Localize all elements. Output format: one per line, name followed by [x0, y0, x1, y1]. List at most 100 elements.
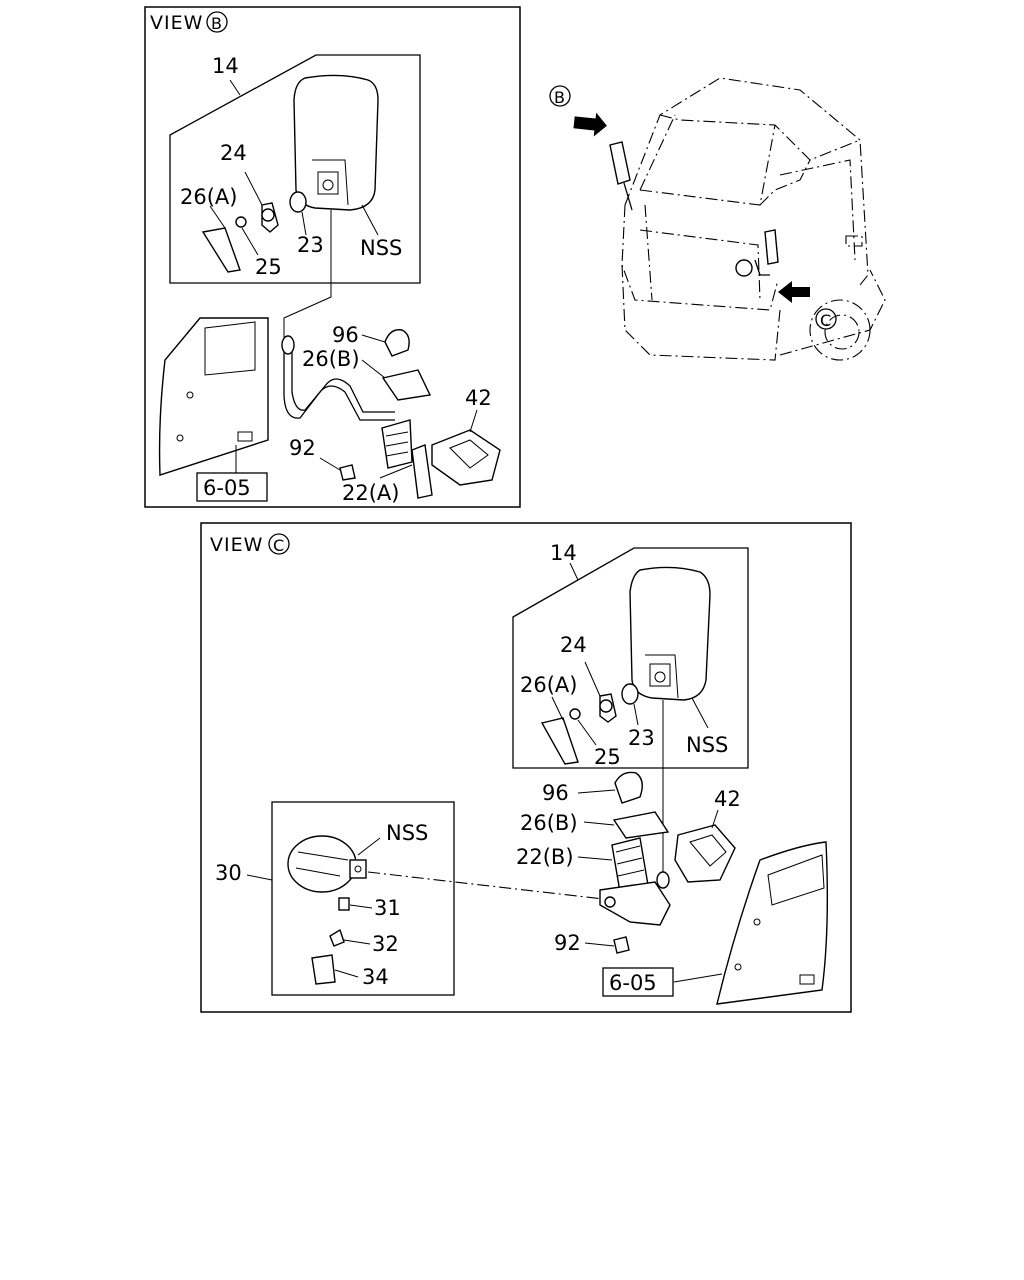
leader-26b-b: [361, 359, 386, 379]
label-31: 31: [374, 896, 401, 920]
ref-605-box-b: [196, 472, 268, 502]
mirror-head-pivot-c: [654, 671, 666, 683]
leader-nss-b: [361, 204, 379, 236]
part-42-bracket-c: [674, 824, 736, 883]
truck-cab-roof: [624, 77, 869, 286]
mirror-head-socket-b: [317, 171, 339, 195]
mirror-head-recess-c: [645, 654, 679, 699]
truck-marker-b: B: [554, 88, 565, 107]
label-30: 30: [215, 861, 242, 885]
truck-under-mirror-arm: [754, 259, 770, 276]
leader-24-c: [584, 661, 601, 697]
view-c-marker-circle: [268, 533, 290, 555]
truck-wheel-hub: [824, 314, 860, 350]
label-26b-c: 26(B): [520, 811, 578, 835]
part-26a-b: [201, 227, 241, 273]
view-b-marker: B: [211, 14, 222, 33]
truck-marker-c-circle: [815, 308, 837, 330]
mirror-arm-end-c: [656, 871, 670, 889]
label-26b-b: 26(B): [302, 347, 360, 371]
corner-panel-window-b: [204, 321, 256, 376]
leader-32: [343, 939, 371, 945]
corner-panel-hole2-b: [176, 434, 184, 442]
truck-door-window: [779, 159, 856, 261]
part-30-clamp: [349, 859, 367, 879]
label-34: 34: [362, 965, 389, 989]
arrow-b: [573, 112, 607, 137]
label-24-c: 24: [560, 633, 587, 657]
mirror-assembly-box-b: [169, 54, 421, 284]
leader-92-b: [319, 457, 341, 471]
view-c-marker: C: [273, 536, 284, 555]
truck-door-handle: [845, 235, 863, 247]
mirror-base-spring-b: [385, 431, 409, 457]
view-c-title: VIEW: [210, 534, 263, 556]
corner-panel-tab-b: [237, 431, 253, 442]
label-42-b: 42: [465, 386, 492, 410]
mirror-head-b: [293, 74, 379, 211]
part-24-c-boss: [599, 699, 613, 713]
truck-grille-top: [639, 229, 761, 301]
leader-605-c: [673, 973, 723, 983]
part-22a-b: [411, 444, 433, 499]
arrow-c: [778, 281, 810, 303]
mirror-assembly-box-c: [512, 547, 749, 769]
label-25-c: 25: [594, 745, 621, 769]
mirror-arm-b-inner: [291, 345, 395, 413]
leader-30: [246, 874, 273, 881]
mirror-to-arm-line-b: [283, 210, 332, 345]
part-31: [338, 897, 350, 911]
corner-panel-hole1-c: [753, 918, 761, 926]
leader-42-b: [469, 409, 478, 433]
mirror-head-pivot-b: [322, 179, 334, 191]
part-30-clamp-bolt: [354, 865, 362, 873]
part-23-b: [289, 191, 307, 213]
truck-mirror-left-arm: [623, 182, 633, 211]
corner-panel-c: [716, 841, 829, 1005]
mirror-head-socket-c: [649, 663, 671, 687]
part-22b-pivot: [604, 896, 616, 908]
truck-wheel: [809, 299, 871, 361]
label-22b-c: 22(B): [516, 845, 574, 869]
label-23-b: 23: [297, 233, 324, 257]
part-26b-b: [381, 369, 432, 401]
label-92-b: 92: [289, 436, 316, 460]
corner-panel-window-c: [767, 854, 825, 906]
label-96-c: 96: [542, 781, 569, 805]
part-32: [329, 928, 345, 947]
label-nss-c: NSS: [686, 733, 728, 757]
label-605-c: 6-05: [609, 971, 657, 995]
truck-mirror-right: [764, 229, 779, 265]
mirror-head-recess-b: [312, 159, 349, 206]
leader-96-b: [361, 334, 386, 343]
truck-pillar-left: [639, 114, 676, 191]
corner-panel-b: [158, 317, 269, 476]
truck-cab-top-edge: [659, 114, 861, 161]
part-42-inner-b: [449, 439, 489, 469]
label-24-b: 24: [220, 141, 247, 165]
truck-windshield-side: [759, 159, 811, 206]
corner-panel-tab-c: [799, 974, 815, 985]
part-92-c: [613, 936, 630, 954]
label-26a-b: 26(A): [180, 185, 237, 209]
link-30-to-base: [367, 871, 613, 901]
leader-nss-c: [691, 697, 709, 729]
part-30-box: [271, 801, 455, 996]
part-26b-c: [612, 811, 670, 839]
leader-25-c: [577, 719, 597, 746]
label-14-c: 14: [550, 541, 577, 565]
leader-26a-b: [209, 205, 226, 229]
part-22b-c: [599, 881, 671, 926]
part-96-c: [614, 771, 643, 804]
truck-windshield: [639, 124, 776, 206]
leader-22a-b: [379, 464, 413, 479]
part-25-c: [569, 708, 581, 720]
leader-22b-c: [577, 856, 613, 861]
label-96-b: 96: [332, 323, 359, 347]
truck-under-mirror: [735, 259, 753, 277]
leader-92-c: [584, 942, 615, 947]
leader-31: [349, 904, 373, 909]
label-nss-b: NSS: [360, 236, 402, 260]
part-30-mirror: [287, 835, 357, 893]
